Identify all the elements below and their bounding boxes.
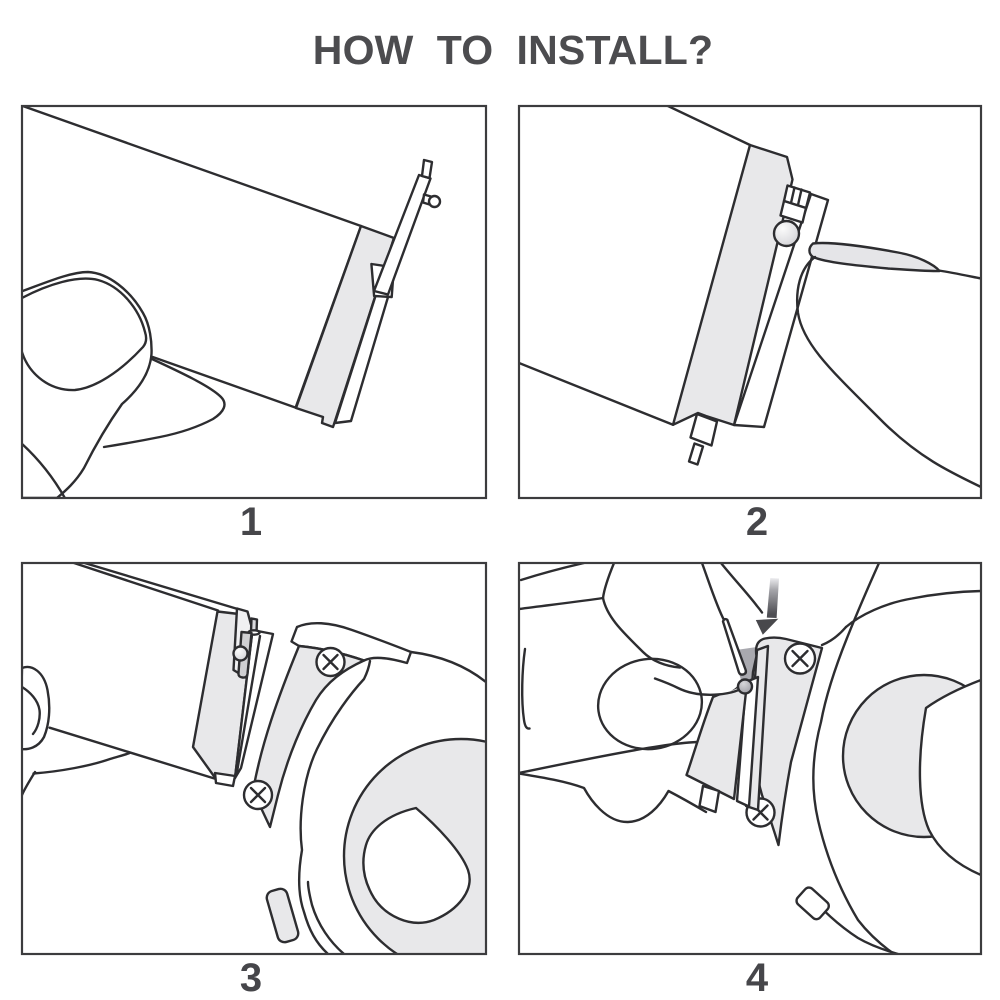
svg-text:1: 1 (240, 500, 262, 544)
svg-text:4: 4 (746, 956, 769, 1000)
svg-text:2: 2 (746, 500, 768, 544)
svg-text:3: 3 (240, 956, 262, 1000)
svg-text:HOW TO INSTALL?: HOW TO INSTALL? (313, 27, 713, 73)
